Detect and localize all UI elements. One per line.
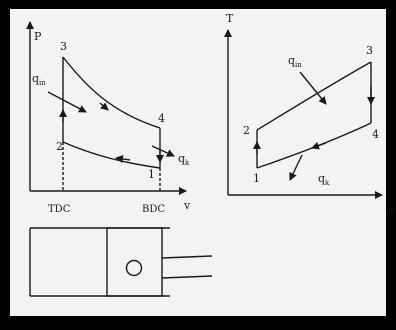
pv-point-4: 4	[158, 112, 165, 125]
pv-point-3: 3	[60, 40, 67, 53]
ts-x-axis-label: s	[389, 204, 395, 217]
pv-point-2: 2	[56, 140, 63, 153]
piston-pin	[125, 259, 143, 277]
bdc-label: BDC	[142, 204, 165, 215]
ts-labels: T s 3 2 4 1 qin qk	[226, 12, 395, 217]
connecting-rod-top	[161, 255, 213, 259]
pv-x-axis-label: v	[183, 199, 191, 212]
ts-arrow-heat-rejection	[311, 141, 327, 150]
ts-heat-in-label: qin	[288, 54, 302, 69]
ts-diagram	[224, 29, 383, 199]
pv-labels: P v 3 2 4 1 qin qk TDC BDC	[32, 30, 191, 215]
ts-heat-out-label: qk	[318, 172, 330, 187]
ts-heat-out-arrow	[289, 154, 303, 181]
pv-arrow-expansion	[99, 102, 109, 111]
ts-point-3: 3	[366, 44, 373, 57]
pv-point-1: 1	[148, 168, 155, 181]
ts-y-axis-label: T	[226, 12, 234, 25]
ts-point-1: 1	[253, 172, 260, 185]
ts-process-2-3	[256, 61, 372, 131]
piston	[106, 227, 163, 297]
pv-heat-out-arrow	[151, 145, 175, 157]
ts-point-2: 2	[243, 124, 250, 137]
pv-process-1-2	[62, 141, 161, 169]
pv-y-axis-label: P	[34, 30, 42, 43]
pv-heat-in-arrow	[47, 91, 87, 113]
pv-heat-in-label: qin	[32, 72, 46, 87]
ts-point-4: 4	[372, 128, 379, 141]
ts-heat-in-arrow	[299, 71, 327, 105]
pv-heat-out-label: qk	[178, 152, 190, 167]
pv-arrow-compression	[115, 155, 131, 163]
piston-cylinder	[29, 227, 213, 297]
pv-diagram	[26, 21, 187, 195]
pv-process-3-4	[62, 56, 161, 129]
connecting-rod-bottom	[161, 275, 213, 279]
tdc-label: TDC	[48, 204, 71, 215]
paper-background	[10, 9, 386, 316]
